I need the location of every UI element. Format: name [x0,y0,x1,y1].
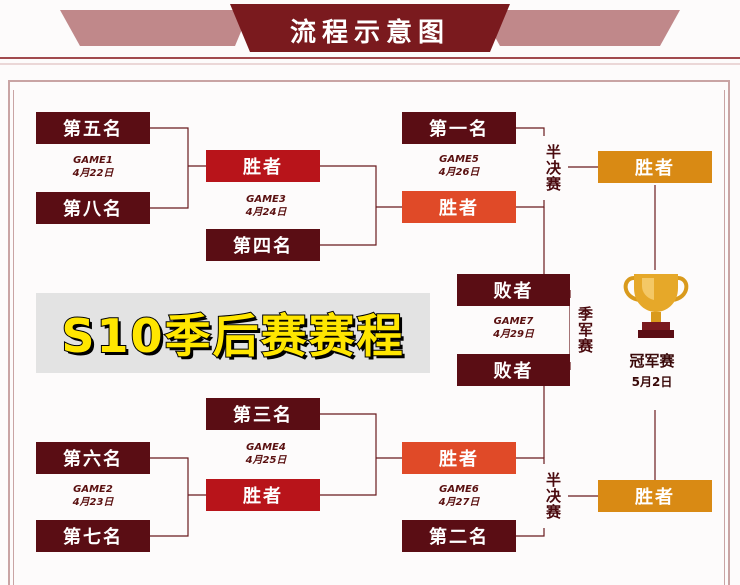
caption-text: S10季后赛赛程 [60,308,405,364]
g6-date: 4月27日 [438,497,480,508]
g7-bottom-box: 败者 [457,354,570,386]
g2-bottom-box: 第七名 [36,520,150,552]
header-banner [0,4,740,65]
g4-bottom-box: 胜者 [206,479,320,511]
g3-info: GAME3 4月24日 [206,193,326,219]
g4-top-box: 第三名 [206,398,320,430]
g1-date: 4月22日 [72,168,114,179]
frame-right-inner [724,90,725,585]
final-label: 冠军赛 [629,352,675,370]
frame-top [8,80,730,82]
g7-info: GAME7 4月29日 [457,315,570,341]
g2-info: GAME2 4月23日 [36,483,150,509]
g6-top-box: 胜者 [402,442,516,474]
g6-info: GAME6 4月27日 [402,483,516,509]
g5-info: GAME5 4月26日 [402,153,516,179]
g6-game-label: GAME6 [439,484,479,495]
frame-right [728,80,730,585]
g7-top-box: 败者 [457,274,570,306]
g5-date: 4月26日 [438,167,480,178]
third-place-label: 季军赛 [570,298,600,362]
frame-left-inner [13,90,14,585]
g6-bottom-box: 第二名 [402,520,516,552]
g3-game-label: GAME3 [246,194,286,205]
g3-date: 4月24日 [245,207,287,218]
final-bottom-box: 胜者 [598,480,712,512]
frame-left [8,80,10,585]
g5-bottom-box: 胜者 [402,191,516,223]
g1-game-label: GAME1 [73,155,113,166]
g2-game-label: GAME2 [73,484,113,495]
trophy-icon [623,274,689,338]
g3-top-box: 胜者 [206,150,320,182]
semifinal-label-top: 半决赛 [538,136,568,200]
semifinal-label-bottom: 半决赛 [538,464,568,528]
g1-info: GAME1 4月22日 [36,154,150,180]
g5-game-label: GAME5 [439,154,479,165]
g3-bottom-box: 第四名 [206,229,320,261]
g2-date: 4月23日 [72,497,114,508]
final-label-block: 冠军赛 5月2日 [612,350,692,390]
g4-date: 4月25日 [245,455,287,466]
final-top-box: 胜者 [598,151,712,183]
final-date: 5月2日 [631,375,673,389]
g1-bottom-box: 第八名 [36,192,150,224]
g7-game-label: GAME7 [493,316,534,327]
g5-top-box: 第一名 [402,112,516,144]
caption-overlay: S10季后赛赛程 [36,293,430,373]
page-title: 流程示意图 [289,18,450,48]
g4-info: GAME4 4月25日 [206,441,326,467]
g4-game-label: GAME4 [246,442,286,453]
g7-date: 4月29日 [493,329,534,340]
g1-top-box: 第五名 [36,112,150,144]
g2-top-box: 第六名 [36,442,150,474]
